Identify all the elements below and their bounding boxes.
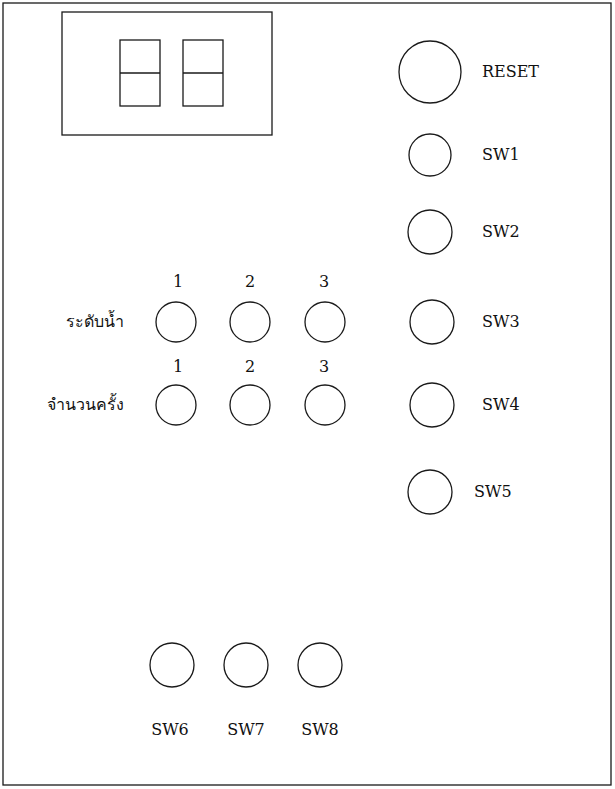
- switch-label: SW8: [301, 720, 339, 739]
- indicator-lamp: [305, 385, 345, 425]
- lamp-number: 1: [173, 357, 183, 376]
- indicator-lamp: [156, 385, 196, 425]
- switch-button: [410, 300, 454, 344]
- switch-label: SW6: [151, 720, 189, 739]
- switch-button: [409, 134, 451, 176]
- row-label: ระดับน้ำ: [66, 312, 124, 331]
- switch-button: [224, 643, 268, 687]
- seven-segment-digit: [183, 40, 223, 106]
- lamp-number: 2: [245, 357, 255, 376]
- indicator-lamp: [305, 302, 345, 342]
- switch-label: SW2: [482, 222, 520, 241]
- switch-button: [408, 210, 452, 254]
- switch-label: SW4: [482, 395, 520, 414]
- lamp-number: 3: [319, 272, 329, 291]
- lamp-number: 3: [319, 357, 329, 376]
- panel-frame: [3, 3, 611, 785]
- display-housing: [62, 12, 272, 135]
- switch-button: [150, 643, 194, 687]
- lamp-number: 1: [173, 272, 183, 291]
- switch-button: [298, 643, 342, 687]
- indicator-lamp: [230, 385, 270, 425]
- indicator-lamp: [156, 302, 196, 342]
- switch-button: [410, 383, 454, 427]
- switch-button: [408, 470, 452, 514]
- lamp-number: 2: [245, 272, 255, 291]
- switch-label: SW7: [227, 720, 265, 739]
- row-label: จำนวนครั้ง: [47, 395, 124, 414]
- control-label: RESET: [482, 62, 539, 81]
- indicator-lamp: [230, 302, 270, 342]
- seven-segment-digit: [120, 40, 160, 106]
- reset-button: [399, 41, 461, 103]
- switch-label: SW1: [482, 145, 520, 164]
- switch-label: SW3: [482, 312, 520, 331]
- switch-label: SW5: [474, 482, 512, 501]
